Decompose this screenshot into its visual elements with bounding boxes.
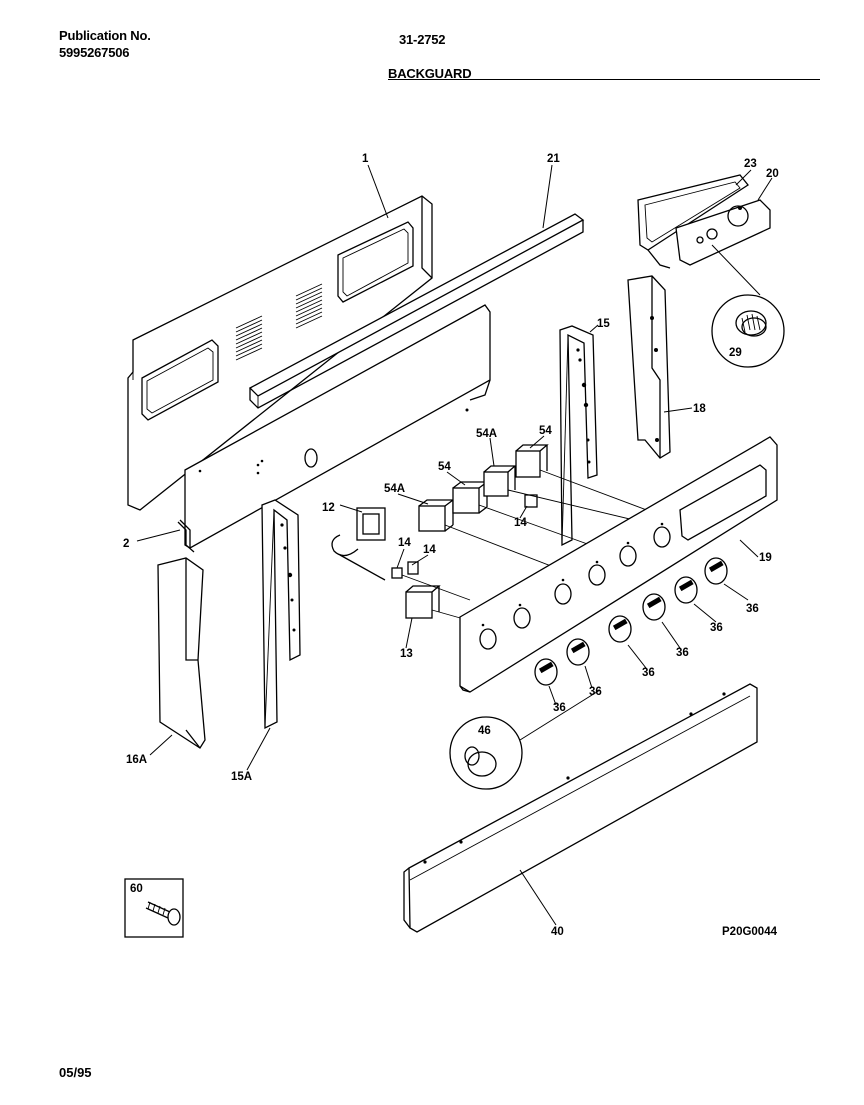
callout-15A: 15A (231, 771, 252, 783)
callout-36-c: 36 (676, 647, 689, 659)
clock-knob-detail (711, 244, 785, 368)
callout-18: 18 (693, 403, 706, 415)
date-code: 05/95 (59, 1065, 92, 1080)
publication-label: Publication No. (59, 28, 151, 43)
front-trim-part (403, 683, 758, 933)
callout-14-left: 14 (398, 537, 411, 549)
callout-36-f: 36 (553, 702, 566, 714)
top-trim-part (248, 213, 585, 409)
section-title: BACKGUARD (388, 66, 472, 81)
rear-panel-part (127, 195, 433, 511)
callout-54-lower: 54 (438, 461, 451, 473)
callout-36-a: 36 (746, 603, 759, 615)
document-code: 31-2752 (399, 32, 446, 47)
screw-part-box (124, 878, 184, 938)
callout-36-e: 36 (589, 686, 602, 698)
callout-19: 19 (759, 552, 772, 564)
callout-14-right: 14 (514, 517, 527, 529)
callout-54A-upper: 54A (476, 428, 497, 440)
knob-detail (449, 689, 601, 790)
callout-16A: 16A (126, 754, 147, 766)
callout-54A-lower: 54A (384, 483, 405, 495)
callout-23: 23 (744, 158, 757, 170)
publication-number: 5995267506 (59, 45, 130, 60)
callout-46: 46 (478, 725, 491, 737)
left-bracket-part (261, 499, 301, 730)
left-end-cap-part (157, 557, 206, 749)
callout-36-b: 36 (710, 622, 723, 634)
figure-code: P20G0044 (722, 926, 778, 938)
callout-54-upper: 54 (539, 425, 552, 437)
callout-15: 15 (597, 318, 610, 330)
header-rule (388, 79, 820, 80)
callout-40: 40 (551, 926, 564, 938)
control-knobs (534, 557, 728, 686)
callout-60: 60 (130, 883, 143, 895)
callout-12: 12 (322, 502, 335, 514)
callout-1: 1 (362, 153, 369, 165)
right-bracket-part (559, 325, 598, 547)
callout-36-d: 36 (642, 667, 655, 679)
callout-2: 2 (123, 538, 129, 550)
callout-14-middle: 14 (423, 544, 436, 556)
callout-29: 29 (729, 347, 742, 359)
callout-labels: 1 21 23 20 29 15 18 54A 54 54 54A 12 14 … (123, 153, 779, 938)
callout-13: 13 (400, 648, 413, 660)
callout-20: 20 (766, 168, 779, 180)
end-bracket-part (627, 275, 671, 459)
leader-lines (136, 164, 773, 926)
clock-overlay-part (675, 199, 771, 266)
control-panel-part (459, 436, 778, 693)
lower-rear-panel-part (177, 304, 491, 553)
callout-21: 21 (547, 153, 560, 165)
clock-lens-part (637, 174, 749, 269)
